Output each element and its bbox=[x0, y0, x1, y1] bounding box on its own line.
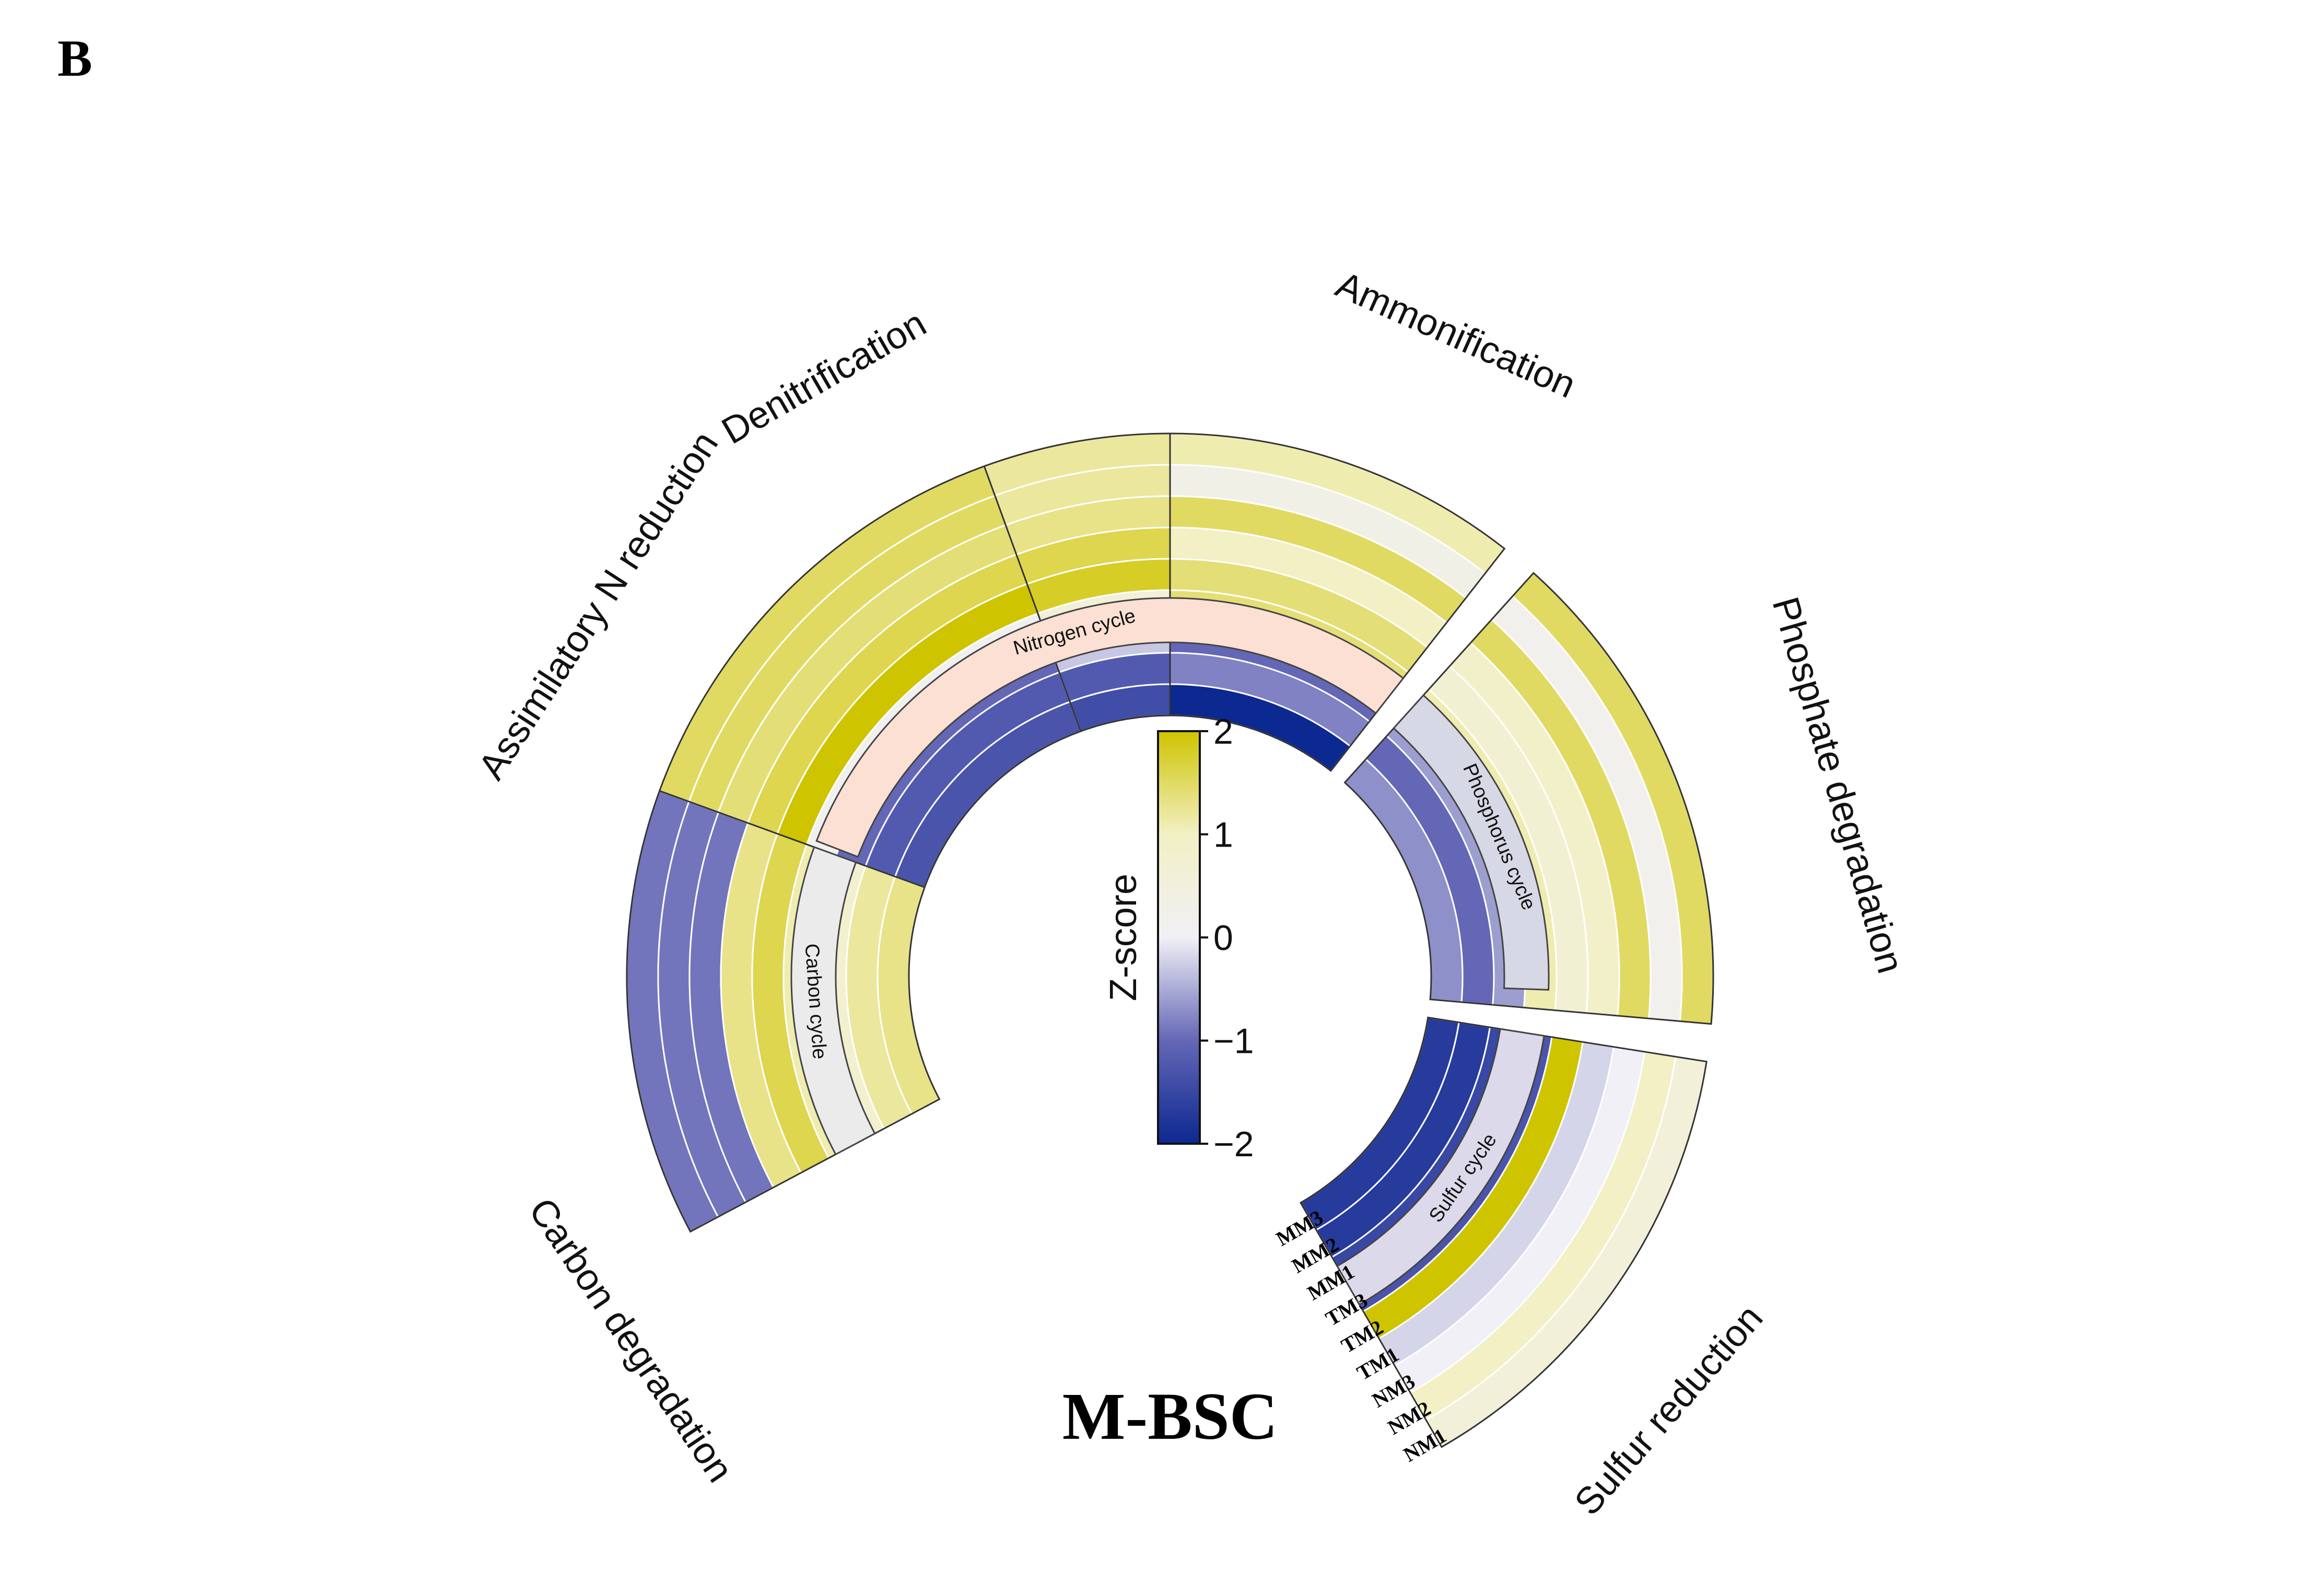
colorbar-tick-label: 2 bbox=[1213, 712, 1233, 752]
colorbar: 2 1 0 −1 −2 Z-score bbox=[1103, 712, 1254, 1164]
cycle-segment bbox=[1336, 1028, 1545, 1306]
colorbar-tick-label: 1 bbox=[1213, 815, 1233, 855]
colorbar-tick-label: 0 bbox=[1213, 918, 1233, 958]
cycle-segment bbox=[1393, 694, 1550, 991]
colorbar-ticks: 2 1 0 −1 −2 bbox=[1200, 712, 1254, 1164]
cycle-segment bbox=[815, 597, 1405, 858]
sector-outline bbox=[1169, 432, 1506, 772]
sector-outline bbox=[1299, 1016, 1708, 1448]
colorbar-gradient bbox=[1157, 730, 1201, 1145]
function-label: Denitrification bbox=[715, 302, 933, 452]
sector-outline bbox=[1343, 571, 1714, 1025]
panel-label: B bbox=[57, 29, 92, 87]
function-label: Ammonification bbox=[1330, 264, 1582, 406]
function-label: Phosphate degradation bbox=[1764, 593, 1911, 978]
heatmap-layer bbox=[626, 432, 1714, 1448]
sector-outline bbox=[626, 790, 941, 1233]
function-label: Carbon degradation bbox=[521, 1191, 741, 1489]
colorbar-tick-label: −1 bbox=[1213, 1022, 1254, 1061]
sector-assimilatory-n-reduction bbox=[658, 465, 1082, 888]
chart-title: M-BSC bbox=[1062, 1379, 1278, 1453]
colorbar-tick-label: −2 bbox=[1213, 1124, 1254, 1164]
colorbar-label: Z-score bbox=[1103, 874, 1144, 1001]
function-label: Sulfur reduction bbox=[1566, 1297, 1771, 1523]
sector-outline bbox=[658, 465, 1082, 888]
cycle-segment bbox=[790, 846, 876, 1156]
